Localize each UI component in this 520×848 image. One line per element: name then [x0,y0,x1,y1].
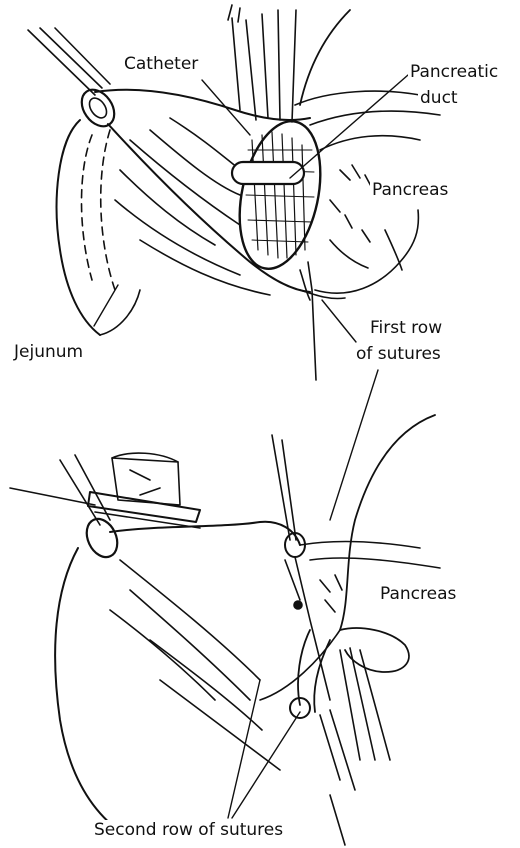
label-first-row-line2: of sutures [354,344,443,364]
bowel-body-top [95,90,345,299]
clamp-top [28,28,121,132]
label-jejunum: Jejunum [12,342,85,362]
label-pancreatic-duct-line1: Pancreatic [408,62,500,82]
pancreas-bottom [300,415,440,672]
bottom-panel [10,370,440,845]
label-pancreas-top: Pancreas [370,180,450,200]
label-second-row-of-sutures: Second row of sutures [92,820,285,840]
leader-pancreatic-duct [290,75,408,178]
catheter-tube [232,162,304,184]
leader-jejunum [94,285,118,326]
jejunum-loop-top [57,120,140,335]
label-pancreatic-duct-line2: duct [418,88,460,108]
label-catheter: Catheter [122,54,200,74]
anastomosis-top [227,5,350,380]
leader-catheter [202,80,250,135]
clamp-bottom [10,453,200,562]
leader-second-row-a [228,680,260,818]
second-row-sutures-bottom [290,630,390,845]
label-pancreas-bottom: Pancreas [378,584,458,604]
label-first-row-line1: First row [368,318,444,338]
leader-first-row [322,300,356,342]
leader-first-row-bottom [330,370,378,520]
leader-second-row-b [232,712,300,818]
